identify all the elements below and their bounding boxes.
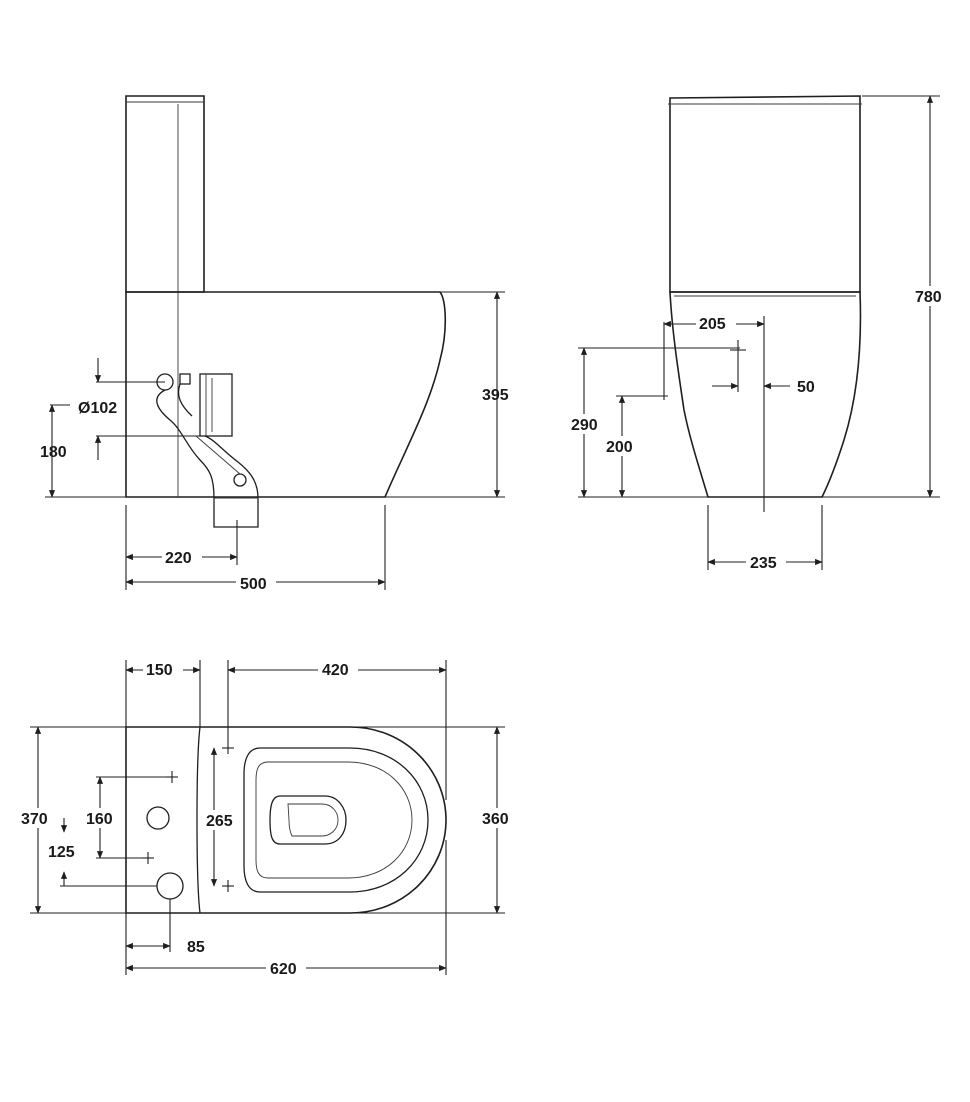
front-view: 780 205 50 290 200 <box>568 95 950 572</box>
side-outlet-pipe <box>156 373 259 528</box>
side-cistern-outline <box>125 95 205 293</box>
dim-620: 620 <box>270 961 297 978</box>
dim-235: 235 <box>750 555 777 572</box>
top-view: 150 420 370 160 125 <box>20 659 518 978</box>
dim-200: 200 <box>606 439 633 456</box>
front-dimensions: 780 205 50 290 200 <box>568 95 950 572</box>
dim-50: 50 <box>797 379 815 396</box>
dim-205: 205 <box>699 316 726 333</box>
top-outline <box>125 726 447 914</box>
dim-180: 180 <box>40 444 67 461</box>
top-bowl-well <box>269 795 347 845</box>
dim-500: 500 <box>240 576 267 593</box>
top-bowl-inner-rim <box>255 761 413 879</box>
dim-diameter-102: Ø102 <box>78 400 117 417</box>
side-dimensions: 395 Ø102 180 220 500 <box>40 291 509 593</box>
dim-420: 420 <box>322 662 349 679</box>
dim-395: 395 <box>482 387 509 404</box>
front-cistern-outline <box>669 95 861 293</box>
side-bowl-outline <box>125 291 447 498</box>
side-view: 395 Ø102 180 220 500 <box>40 95 509 593</box>
top-bowl-outer-rim <box>243 747 429 893</box>
dim-160: 160 <box>86 811 113 828</box>
dim-220: 220 <box>165 550 192 567</box>
dim-780: 780 <box>915 289 942 306</box>
dim-150: 150 <box>146 662 173 679</box>
dim-85: 85 <box>187 939 205 956</box>
dim-265: 265 <box>206 813 233 830</box>
top-dimensions: 150 420 370 160 125 <box>20 659 518 978</box>
dim-125: 125 <box>48 844 75 861</box>
dim-370: 370 <box>21 811 48 828</box>
dim-290: 290 <box>571 417 598 434</box>
dim-360: 360 <box>482 811 509 828</box>
